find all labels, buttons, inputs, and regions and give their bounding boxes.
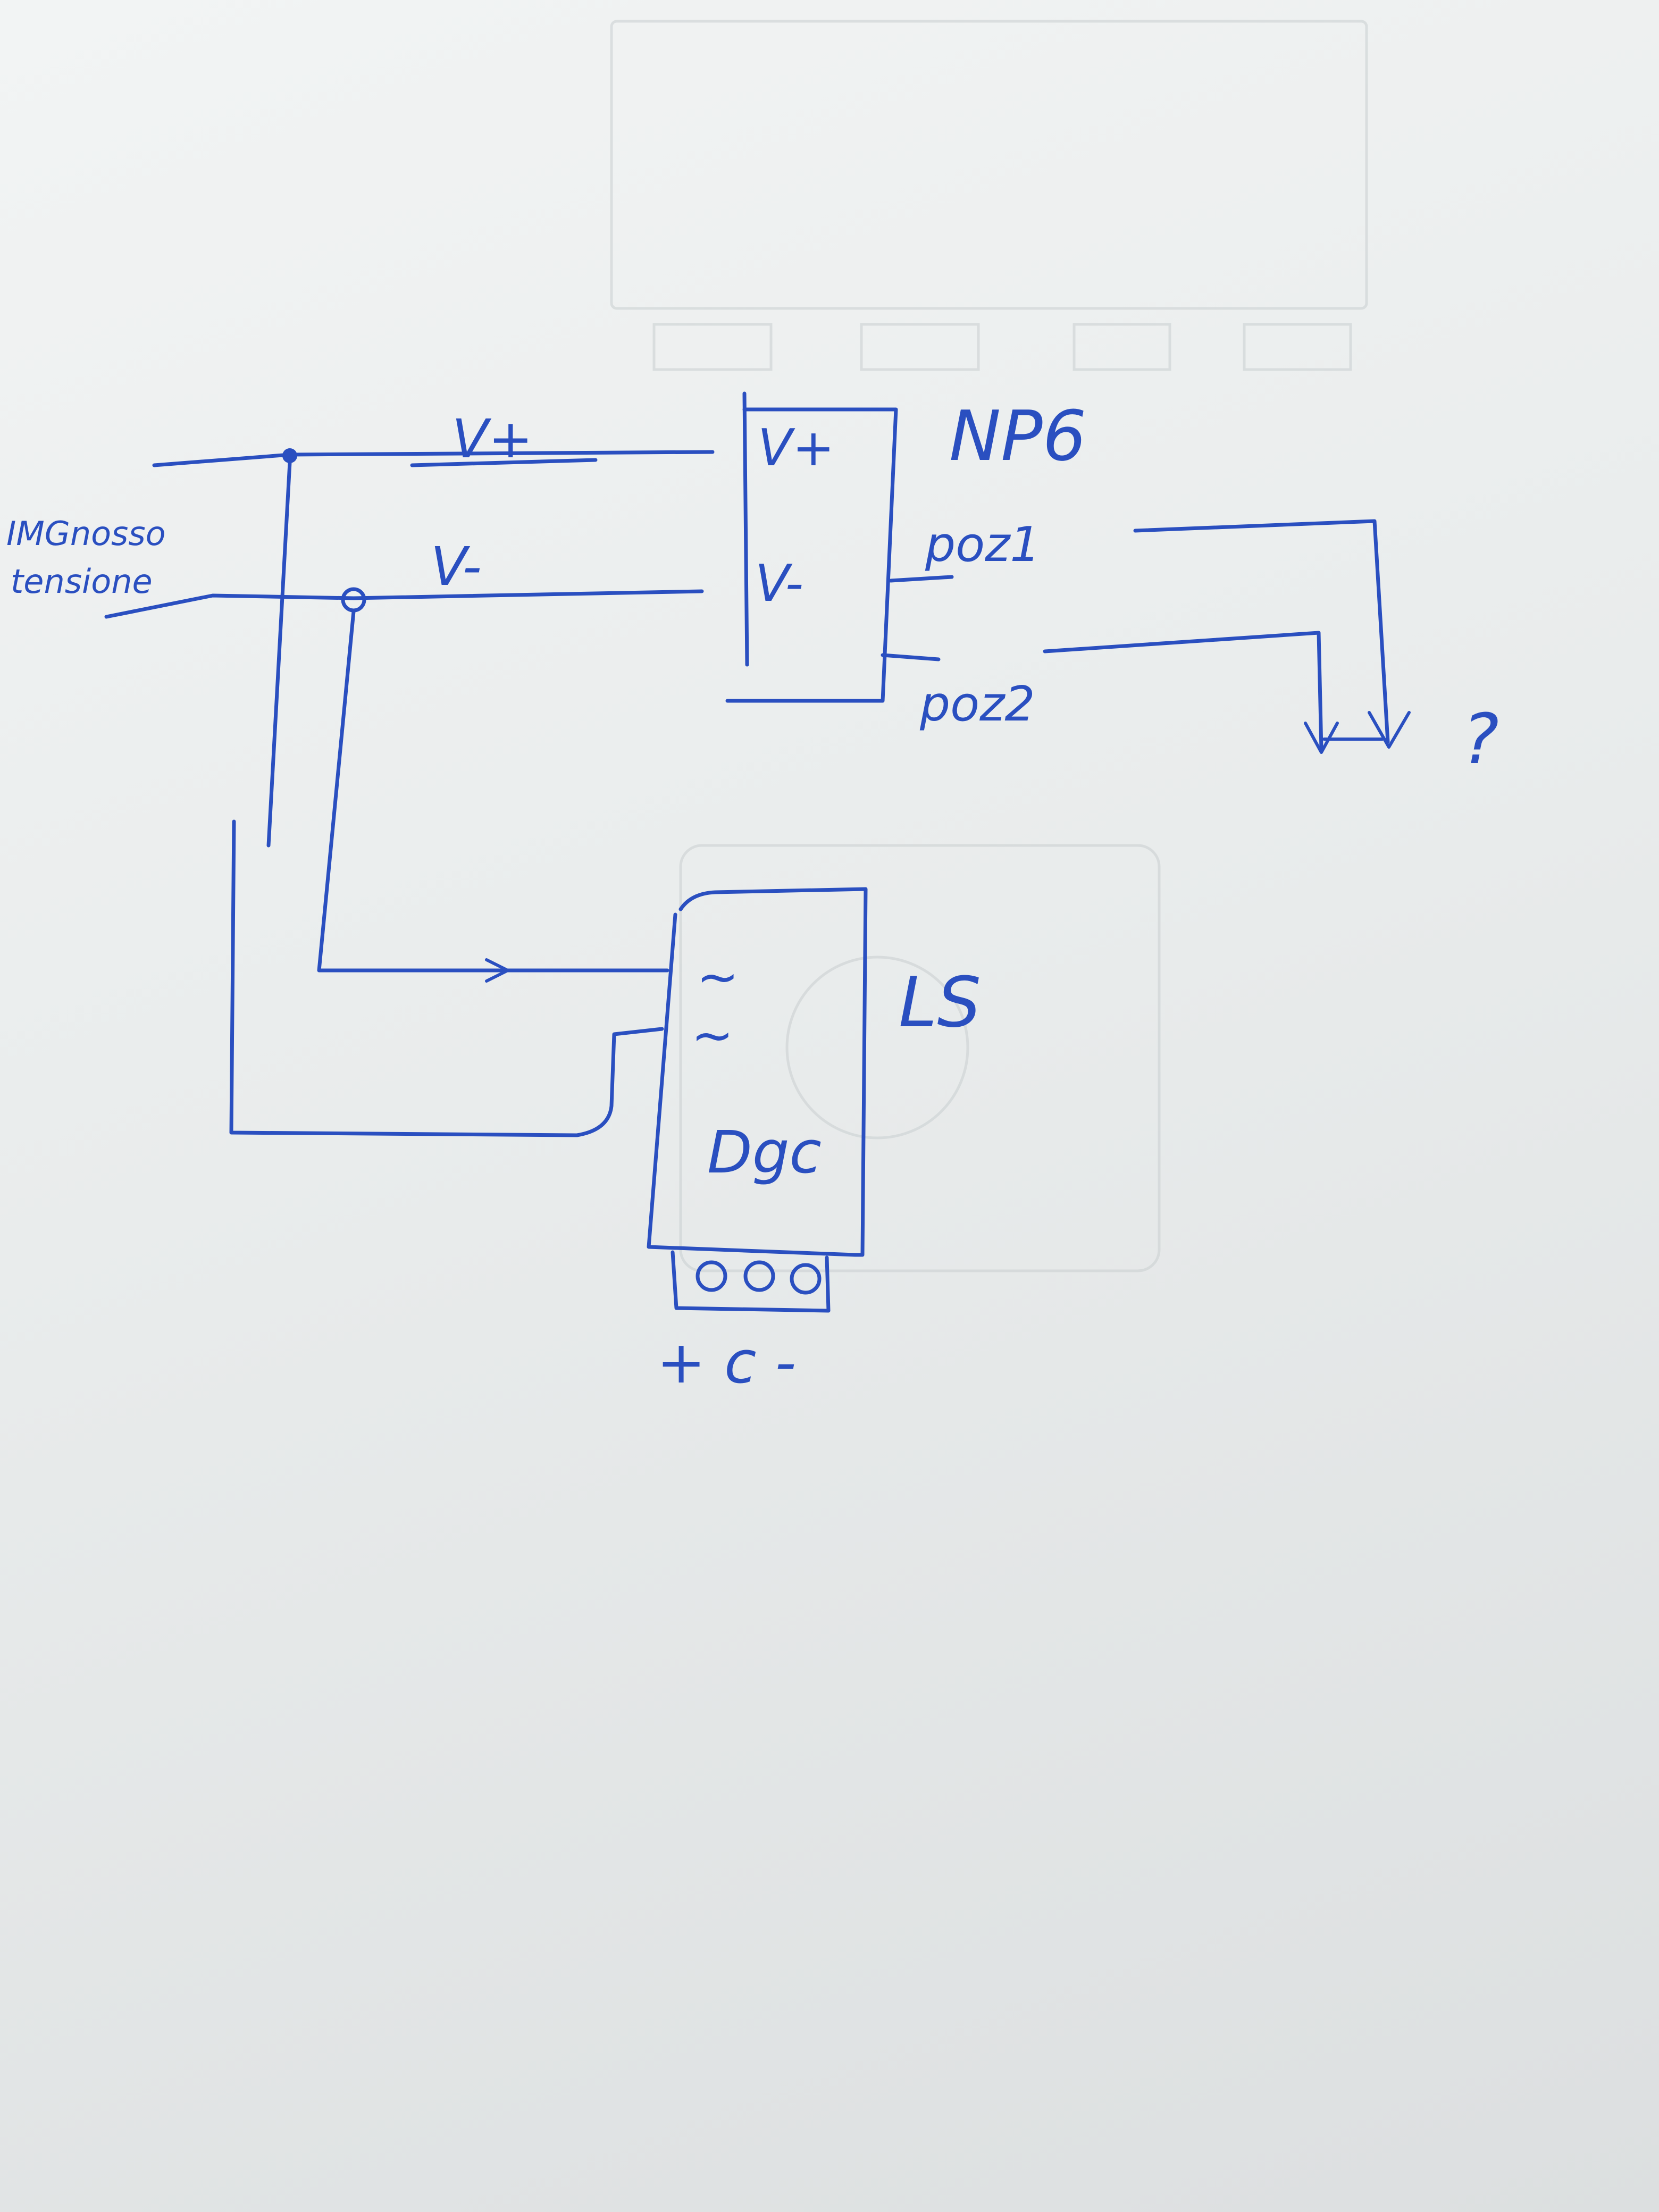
wire-vplus-to-ls — [229, 819, 664, 1137]
terminal-strip-outline — [671, 1250, 831, 1313]
terminal-labels: + c - — [657, 1328, 796, 1396]
block-np6: V+ V- NP6 poz1 poz2 — [725, 391, 1086, 732]
wire-poz1-out — [1133, 519, 1390, 744]
ls-terminal-strip: + c - — [657, 1250, 831, 1396]
terminal-c-icon — [743, 1260, 775, 1292]
block-ls-outline — [647, 887, 868, 1257]
input-label-line1: IMGnosso — [6, 514, 166, 553]
input-label-line2: tensione — [11, 562, 153, 601]
wire-vplus-underline — [410, 458, 598, 467]
wire-vplus-branch — [266, 460, 292, 848]
wire-vplus-label: V+ — [452, 408, 533, 470]
block-np6-inner-edge — [742, 391, 749, 667]
arrow-poz1 — [1368, 711, 1411, 749]
np6-out2-label: poz2 — [919, 676, 1035, 732]
terminal-minus-icon — [790, 1263, 822, 1295]
terminal-plus-icon — [696, 1260, 727, 1292]
ls-name: LS — [899, 962, 981, 1043]
input-voltage-label: IMGnosso tensione — [6, 514, 166, 601]
wire-vminus — [104, 589, 704, 619]
ls-body-text: Dgc — [707, 1118, 822, 1186]
question-mark: ? — [1462, 699, 1499, 780]
wire-vminus-label: V- — [431, 535, 482, 598]
block-ls: ~ ~ Dgc LS — [647, 887, 981, 1257]
np6-pin-vplus: V+ — [758, 419, 835, 477]
ghost-bleed-through — [610, 20, 1368, 1272]
ls-pin-b: ~ — [691, 1007, 734, 1065]
junction-vplus — [282, 448, 297, 463]
ls-pin-a: ~ — [697, 948, 739, 1007]
block-np6-outline — [725, 407, 898, 703]
arrow-vminus-to-ls — [485, 958, 509, 983]
wire-poz2-out — [1043, 631, 1323, 752]
wire-vminus-to-ls — [317, 609, 669, 973]
np6-pin-vminus: V- — [755, 555, 803, 613]
np6-name: NP6 — [949, 396, 1086, 476]
np6-out2-stub — [881, 653, 941, 661]
np6-out1-label: poz1 — [925, 517, 1041, 573]
arrow-poz2 — [1304, 722, 1339, 754]
np6-out1-stub — [889, 575, 954, 583]
